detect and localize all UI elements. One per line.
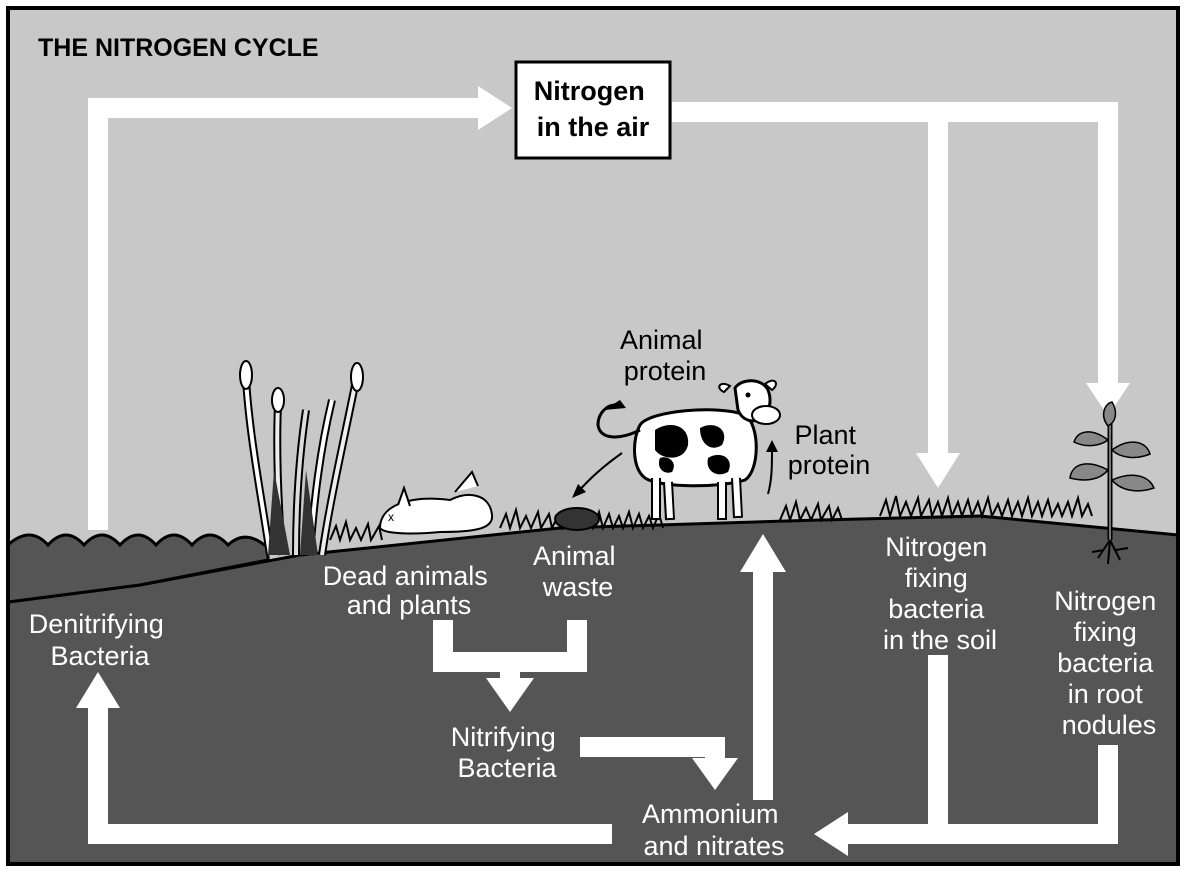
animal-waste-label: Animal waste (533, 541, 623, 602)
svg-text:x: x (388, 510, 394, 524)
soil-bacteria-label: Nitrogen fixing bacteria in the soil (883, 532, 997, 655)
dead-animals-label: Dead animals and plants (323, 561, 496, 620)
animal-protein-label: Animal protein (620, 325, 710, 386)
dung-icon (555, 508, 599, 530)
plant-protein-label: Plant protein (788, 420, 871, 480)
nitrifying-label: Nitrifying Bacteria (451, 722, 564, 783)
root-bacteria-label: Nitrogen fixing bacteria in root nodules (1054, 586, 1164, 740)
diagram-title: THE NITROGEN CYCLE (38, 34, 319, 62)
